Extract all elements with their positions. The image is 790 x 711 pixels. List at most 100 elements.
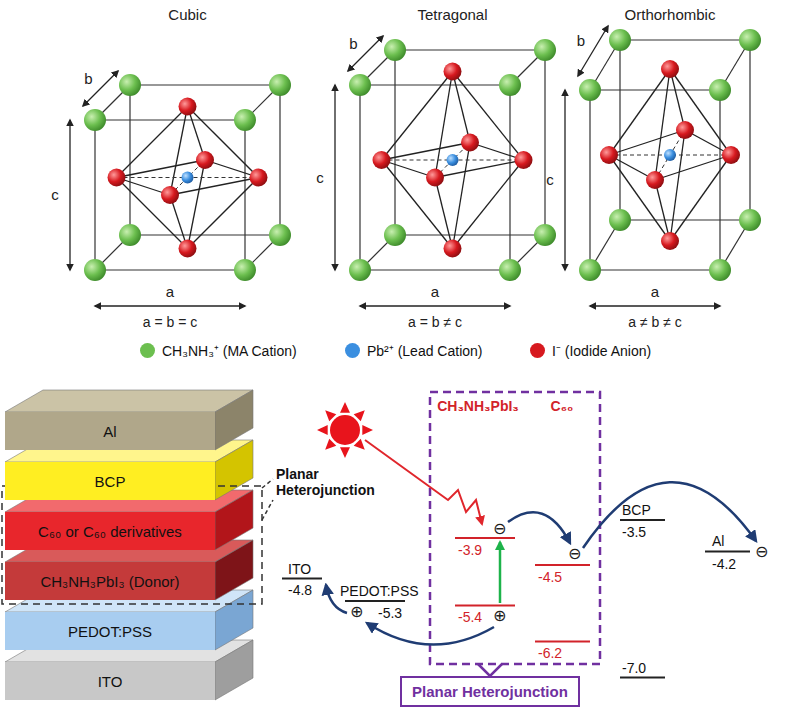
cell-edge	[95, 119, 245, 120]
cell-edge	[360, 269, 510, 270]
energy-level	[620, 519, 665, 521]
box-pointer	[478, 664, 502, 676]
ma-cation	[739, 209, 761, 231]
iodide-anion	[461, 134, 479, 152]
level-value: -3.5	[622, 524, 646, 540]
iodide-anion	[722, 146, 740, 164]
energy-level	[455, 537, 515, 539]
octahedron-edge	[670, 69, 685, 130]
node-label: C₆₀ or C₆₀ derivatives	[38, 523, 182, 540]
iodide-anion	[600, 146, 618, 164]
octahedron-edge	[670, 69, 731, 155]
ma-cation	[499, 74, 521, 96]
octahedron-edge	[609, 155, 670, 241]
level-value: -4.2	[712, 556, 736, 572]
ma-cation	[349, 74, 371, 96]
cell-edge	[130, 84, 280, 85]
dimension-arrow	[95, 305, 245, 306]
octahedron-edge	[188, 178, 259, 249]
heterojunction-box	[430, 392, 600, 664]
electron-arrow	[583, 482, 756, 548]
cell-edge	[279, 85, 280, 235]
node-label: ITO	[98, 673, 123, 690]
axis-label: a	[651, 283, 659, 300]
lattice-relation: a = b = c	[143, 314, 197, 330]
level-value: -5.3	[378, 605, 402, 621]
ma-cation	[84, 109, 106, 131]
axis-label: c	[51, 186, 59, 203]
device-layer: CH₃NH₃PbI₃ (Donor)	[5, 562, 215, 600]
level-value: -3.9	[458, 542, 482, 558]
octahedron-edge	[655, 69, 670, 180]
device-layer: ITO	[5, 662, 215, 700]
iodide-anion	[373, 151, 391, 169]
layer-side	[215, 440, 253, 500]
cell-edge	[749, 40, 750, 220]
cell-edge	[619, 40, 620, 220]
lattice-relation: a ≠ b ≠ c	[628, 314, 682, 330]
ma-cation	[349, 259, 371, 281]
iodide-anion	[444, 63, 462, 81]
cell-edge	[359, 85, 360, 270]
energy-level	[705, 551, 750, 553]
cell-edge	[129, 85, 130, 235]
unit-cell	[565, 26, 761, 306]
layer-side	[215, 490, 253, 550]
cell-edge	[94, 120, 95, 270]
octahedron-edge	[670, 155, 731, 241]
node-label: CH₃NH₃PbI₃ (Donor)	[40, 573, 179, 590]
ma-cation	[269, 224, 291, 246]
electron-arrow	[508, 512, 570, 543]
layer-side	[215, 640, 253, 700]
energy-levels	[282, 520, 750, 678]
iodide-anion	[108, 169, 126, 187]
octahedron-edge	[382, 160, 453, 249]
hole-symbol: ⊕	[493, 608, 506, 624]
cell-edge	[620, 39, 750, 40]
dimension-arrow	[360, 305, 510, 306]
energy-level	[282, 578, 322, 580]
sun-symbol	[317, 402, 373, 458]
lattice-relation: a = b ≠ c	[408, 314, 462, 330]
excitation-arrow	[499, 542, 502, 603]
octahedron-edge	[453, 160, 524, 249]
phase-title: Tetragonal	[417, 6, 487, 23]
electron-symbol: ⊖	[493, 521, 506, 537]
material-label: C₆₀	[551, 398, 574, 414]
dimension-arrow	[69, 120, 70, 270]
sun-ray	[325, 439, 336, 450]
iodide-anion	[196, 151, 214, 169]
charge-transfer	[326, 482, 756, 644]
lead-cation	[447, 154, 459, 166]
lead-cation	[182, 172, 194, 184]
ma-cation	[119, 74, 141, 96]
leader-line	[262, 479, 273, 488]
iodide-anion	[161, 186, 179, 204]
layer-side	[215, 590, 253, 650]
ma-cation	[609, 209, 631, 231]
sun-ray	[354, 410, 365, 421]
level-value: -7.0	[622, 660, 646, 676]
device-layer: C₆₀ or C₆₀ derivatives	[5, 512, 215, 550]
level-value: -5.4	[458, 609, 482, 625]
cell-edge	[360, 84, 510, 85]
legend-item: CH₃NH₃⁺ (MA Cation)	[140, 341, 297, 360]
axis-label: b	[577, 32, 585, 49]
ma-cation	[579, 259, 601, 281]
cell-edge	[130, 234, 280, 235]
energy-level	[535, 564, 590, 566]
dimension-arrow	[334, 85, 335, 270]
dimension-arrow	[590, 305, 720, 306]
octahedron-edge	[117, 107, 188, 178]
unit-cell	[335, 36, 556, 306]
octahedron-edge	[670, 130, 685, 241]
callout-label: Planar Heterojunction	[276, 466, 386, 498]
legend-item: Pb²⁺ (Lead Cation)	[345, 341, 483, 360]
axis-label: c	[546, 171, 554, 188]
ma-cation	[534, 39, 556, 61]
iodide-anion	[515, 151, 533, 169]
cell-edge	[95, 269, 245, 270]
material-label: CH₃NH₃PbI₃	[437, 398, 519, 414]
ma-cation	[739, 29, 761, 51]
unit-cell	[70, 71, 291, 306]
